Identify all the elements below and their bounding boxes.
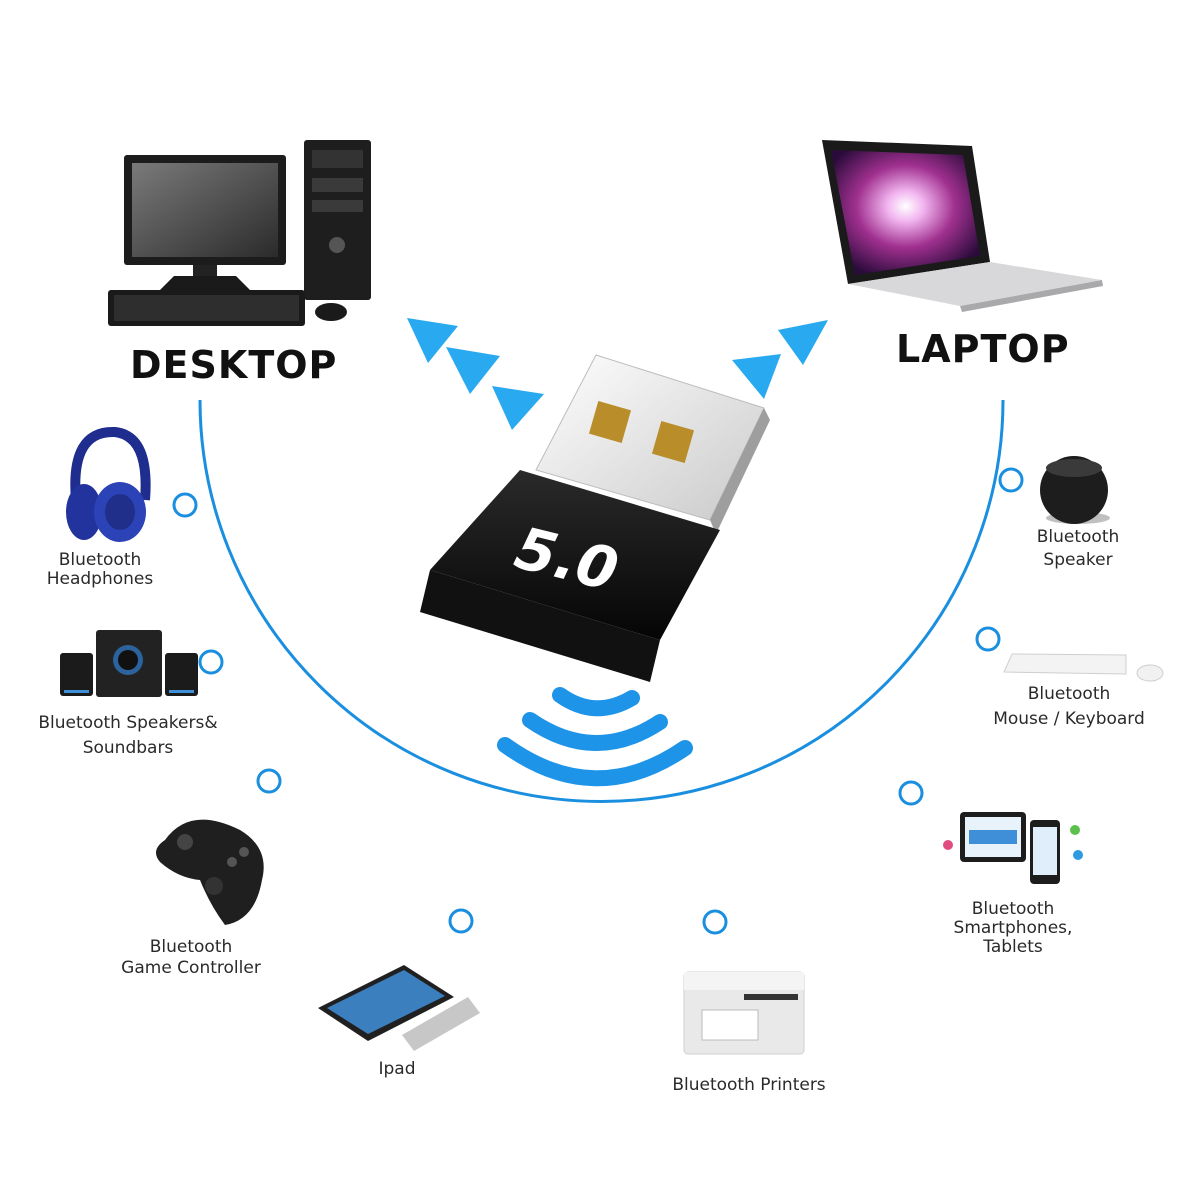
label-speaker: Bluetooth Speaker — [1036, 527, 1120, 570]
node-controller — [256, 768, 282, 794]
round-speaker-icon — [1040, 456, 1110, 524]
desktop-computer-icon — [108, 140, 371, 326]
arc-nodes — [172, 467, 1024, 935]
node-smartphones — [898, 780, 924, 806]
heading-laptop: LAPTOP — [896, 327, 1070, 371]
usb-adapter-icon — [420, 354, 770, 682]
smartphones-tablets-icon — [943, 812, 1083, 884]
heading-desktop: DESKTOP — [130, 343, 338, 387]
label-mouse-keyboard: Bluetooth Mouse / Keyboard — [993, 684, 1145, 729]
signal-arrows-icon — [407, 318, 828, 430]
node-speaker — [998, 467, 1024, 493]
label-speakers: Bluetooth Speakers& Soundbars — [38, 713, 218, 758]
label-printers: Bluetooth Printers — [672, 1075, 826, 1095]
node-headphones — [172, 492, 198, 518]
node-printers — [702, 909, 728, 935]
mouse-keyboard-icon — [1003, 653, 1164, 682]
game-controller-icon — [156, 819, 264, 925]
label-ipad: Ipad — [378, 1059, 416, 1079]
printer-icon — [683, 971, 805, 1055]
headphones-icon — [66, 426, 151, 542]
speaker-set-icon — [60, 630, 198, 697]
node-speakers — [198, 649, 224, 675]
node-ipad — [448, 908, 474, 934]
tablet-icon — [318, 965, 480, 1051]
signal-waves-icon — [497, 687, 693, 787]
label-headphones: Bluetooth Headphones — [46, 550, 154, 589]
node-mouse — [975, 626, 1001, 652]
connection-arc — [198, 399, 1005, 803]
laptop-icon — [822, 140, 1103, 312]
label-smartphones: Bluetooth Smartphones, Tablets — [953, 899, 1073, 957]
label-controller: Bluetooth Game Controller — [121, 937, 261, 978]
